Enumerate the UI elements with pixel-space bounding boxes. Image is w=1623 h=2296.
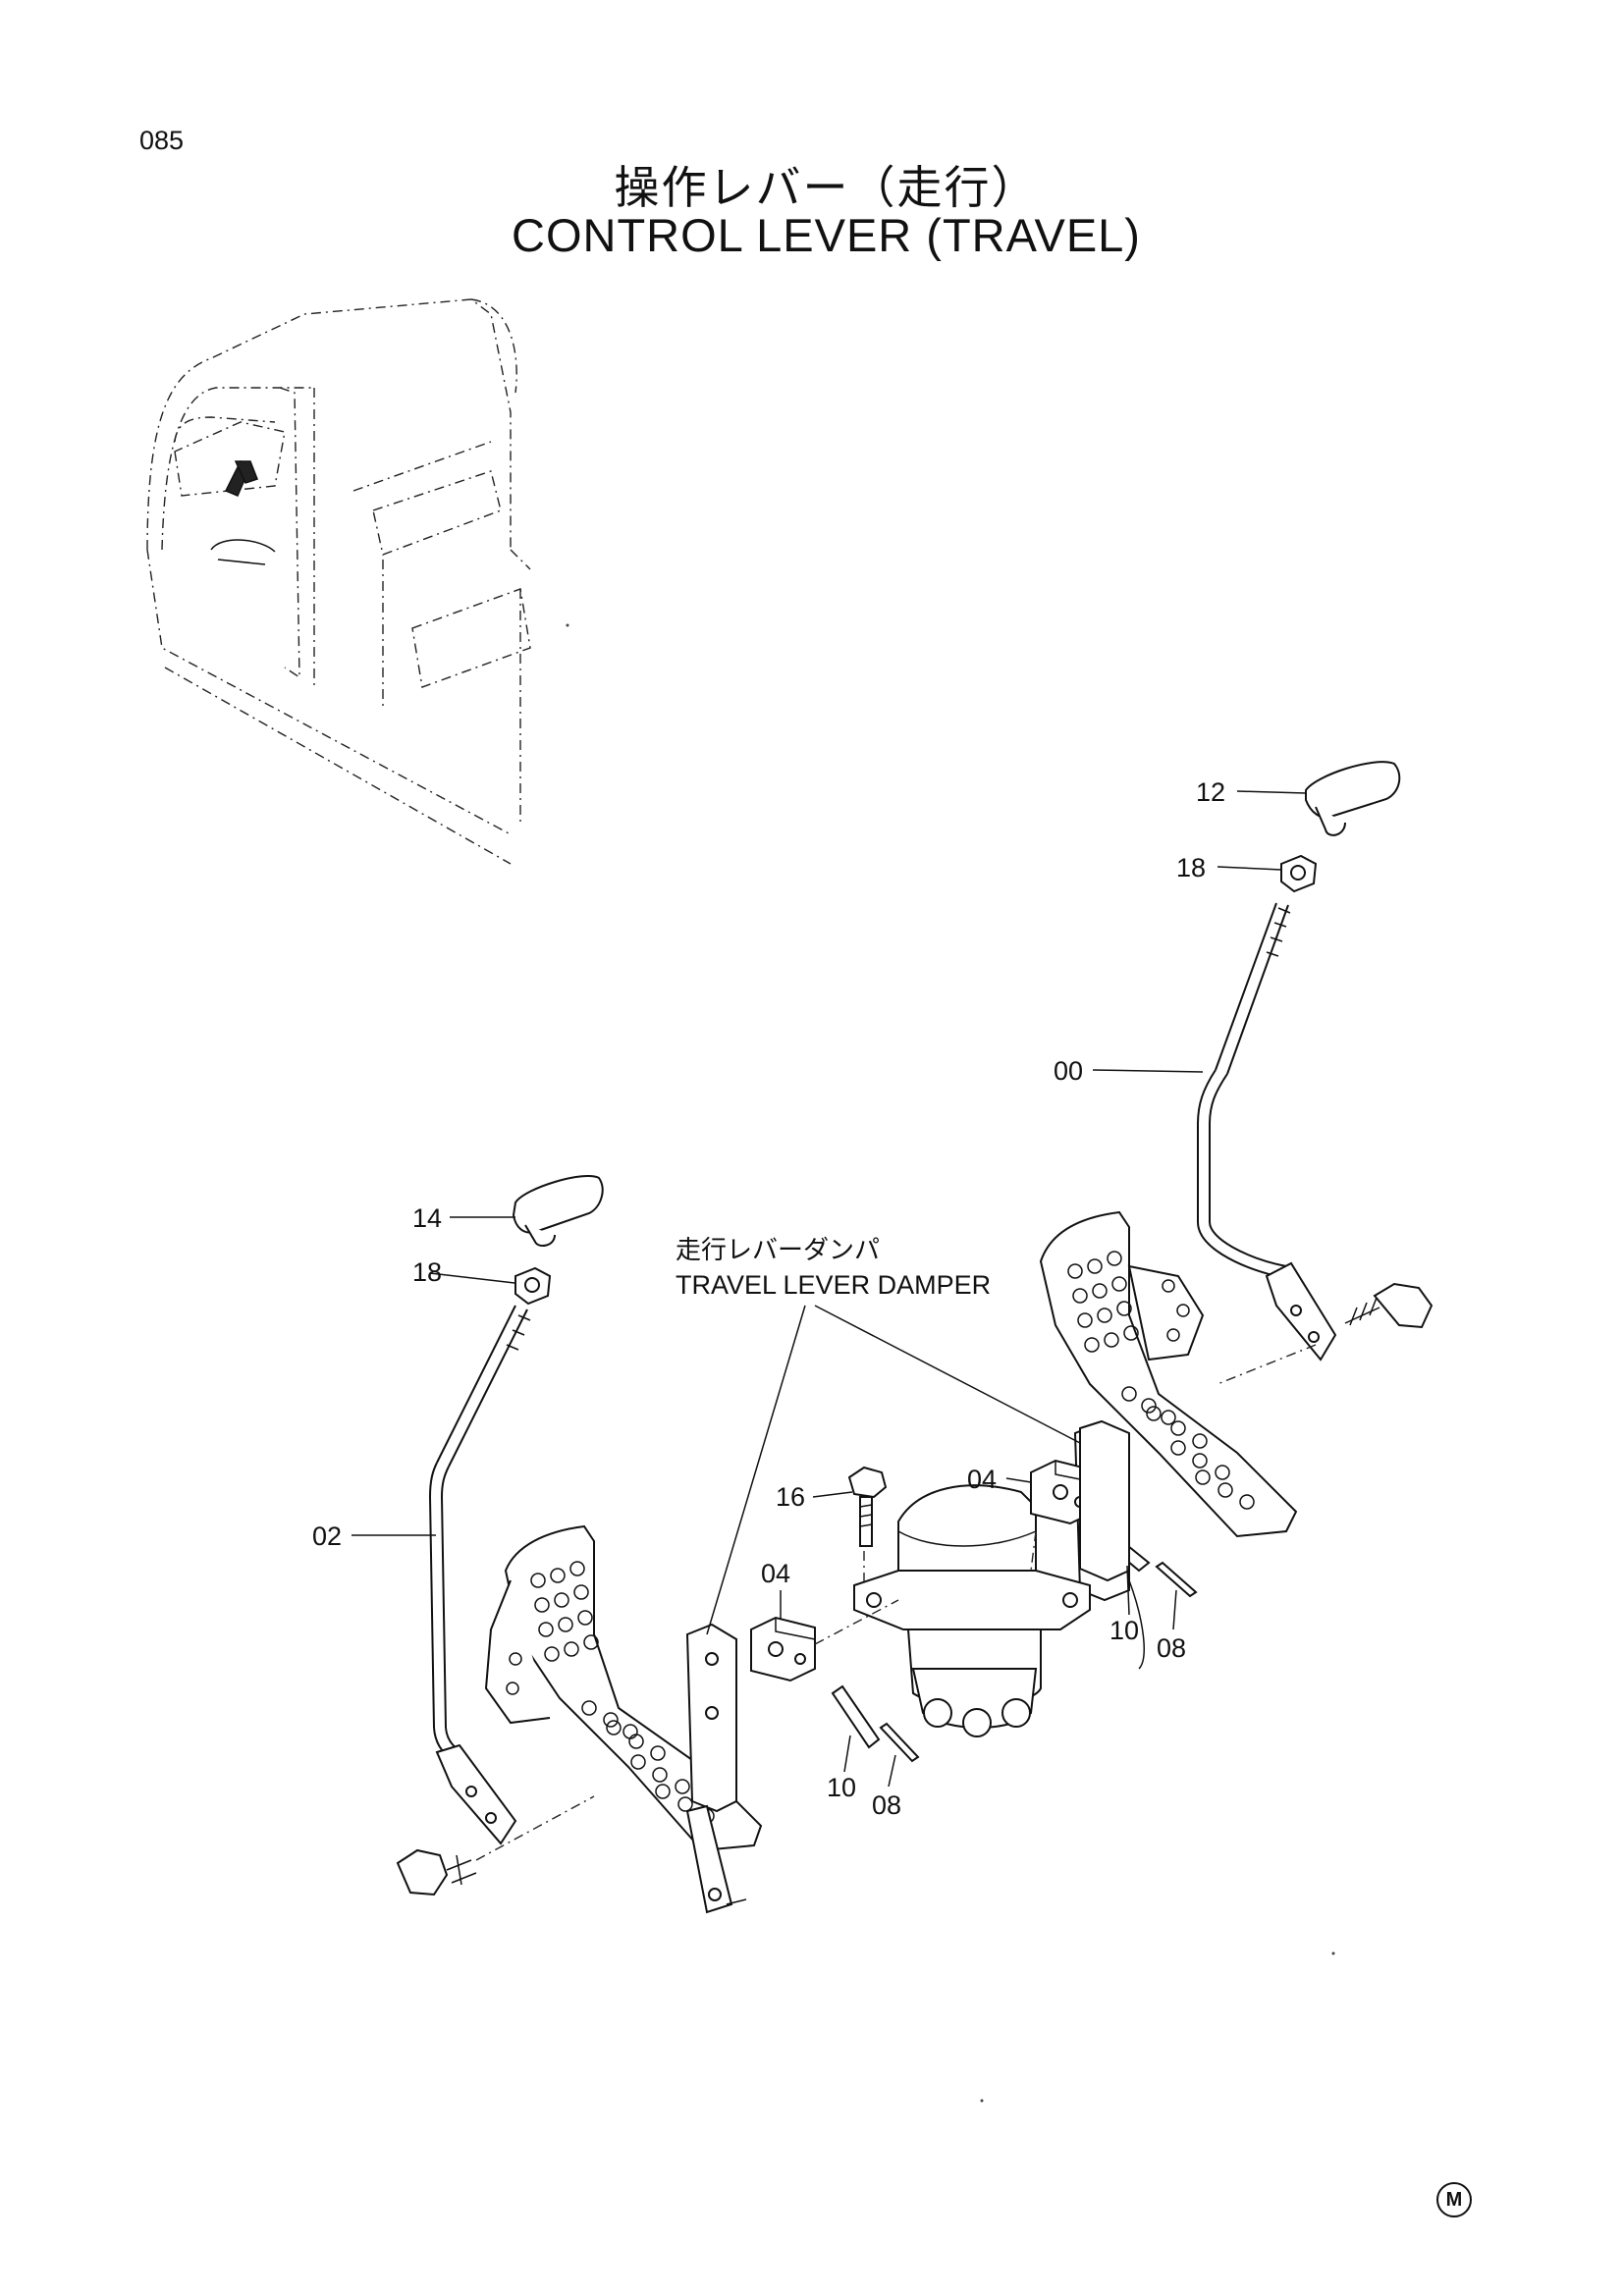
callout-18-left: 18: [412, 1257, 442, 1287]
callout-08-left: 08: [872, 1790, 901, 1820]
right-travel-lever: [1197, 761, 1434, 1385]
callout-12: 12: [1196, 777, 1225, 807]
callout-10-right: 10: [1109, 1616, 1139, 1645]
manufacturer-mark: M: [1436, 2182, 1472, 2217]
callout-08-right: 08: [1157, 1633, 1186, 1663]
damper-label-jp: 走行レバーダンパ: [676, 1236, 880, 1265]
page-number: 085: [139, 126, 185, 155]
callout-16: 16: [776, 1482, 805, 1512]
callout-04-right: 04: [967, 1465, 997, 1494]
left-damper: [750, 1599, 920, 1763]
callout-04-left: 04: [761, 1559, 790, 1588]
cab-overview: [146, 298, 531, 865]
callout-00: 00: [1054, 1056, 1083, 1086]
callout-18-right: 18: [1176, 853, 1206, 882]
title-english: CONTROL LEVER (TRAVEL): [512, 209, 1141, 261]
callout-14: 14: [412, 1203, 442, 1233]
leader-lines: [352, 790, 1307, 1788]
callout-02: 02: [312, 1522, 342, 1551]
pilot-valve: [847, 1466, 1091, 1737]
callout-10-left: 10: [827, 1773, 856, 1802]
right-damper: [1030, 1419, 1198, 1598]
left-travel-lever: [396, 1175, 604, 1896]
title-japanese: 操作レバー（走行）: [614, 161, 1039, 214]
damper-label-en: TRAVEL LEVER DAMPER: [676, 1270, 991, 1300]
left-pedal: [484, 1524, 763, 1914]
